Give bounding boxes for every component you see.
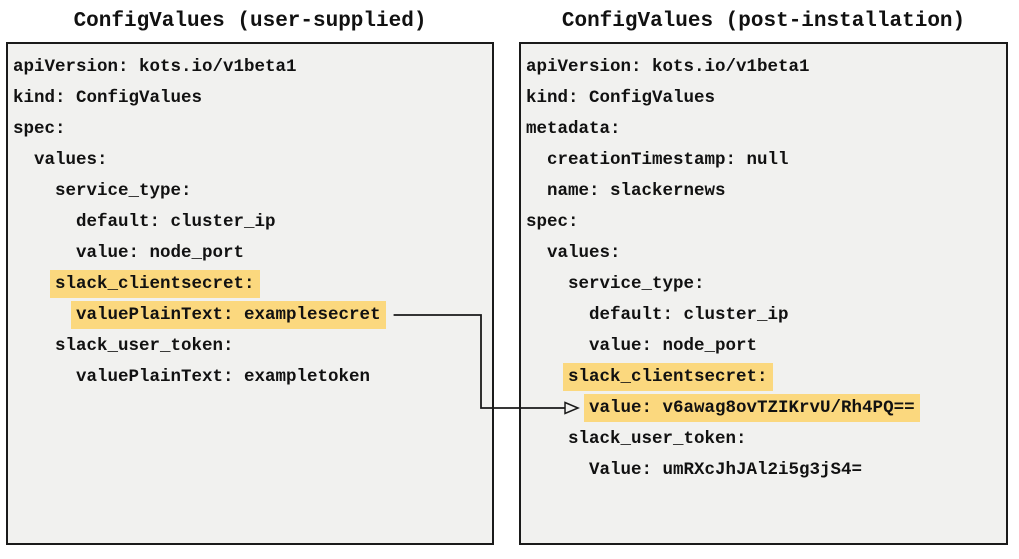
yaml-indent [13, 336, 55, 356]
yaml-line: valuePlainText: examplesecret [13, 300, 488, 331]
yaml-text: service_type: [568, 274, 705, 294]
yaml-line: slack_clientsecret: [526, 362, 1002, 393]
yaml-line: spec: [526, 207, 1002, 238]
yaml-indent [13, 305, 76, 325]
yaml-indent [13, 243, 76, 263]
yaml-line: values: [13, 145, 488, 176]
yaml-text: default: cluster_ip [76, 212, 276, 232]
highlighted-yaml-text: slack_clientsecret: [50, 270, 260, 298]
yaml-text: apiVersion: kots.io/v1beta1 [13, 57, 297, 77]
yaml-line: values: [526, 238, 1002, 269]
yaml-text: service_type: [55, 181, 192, 201]
yaml-line: slack_user_token: [13, 331, 488, 362]
yaml-indent [526, 398, 589, 418]
yaml-indent [526, 429, 568, 449]
yaml-line: apiVersion: kots.io/v1beta1 [13, 52, 488, 83]
yaml-line: default: cluster_ip [526, 300, 1002, 331]
yaml-indent [13, 274, 55, 294]
yaml-line: slack_user_token: [526, 424, 1002, 455]
yaml-text: slack_user_token: [55, 336, 234, 356]
yaml-indent [13, 150, 34, 170]
highlighted-yaml-text: valuePlainText: examplesecret [71, 301, 386, 329]
yaml-indent [13, 181, 55, 201]
yaml-indent [13, 367, 76, 387]
yaml-text: default: cluster_ip [589, 305, 789, 325]
yaml-indent [13, 212, 76, 232]
left-panel-user-supplied: apiVersion: kots.io/v1beta1 kind: ConfigV… [6, 42, 494, 545]
yaml-indent [526, 305, 589, 325]
yaml-line: service_type: [13, 176, 488, 207]
yaml-line: default: cluster_ip [13, 207, 488, 238]
yaml-text: value: node_port [589, 336, 758, 356]
yaml-line: slack_clientsecret: [13, 269, 488, 300]
yaml-line: service_type: [526, 269, 1002, 300]
yaml-line: name: slackernews [526, 176, 1002, 207]
yaml-indent [526, 274, 568, 294]
yaml-indent [526, 150, 547, 170]
yaml-line: creationTimestamp: null [526, 145, 1002, 176]
yaml-text: creationTimestamp: null [547, 150, 789, 170]
yaml-line: value: node_port [13, 238, 488, 269]
yaml-indent [526, 367, 568, 387]
left-panel-title: ConfigValues (user-supplied) [73, 10, 427, 33]
right-panel-post-installation: apiVersion: kots.io/v1beta1 kind: ConfigV… [519, 42, 1008, 545]
yaml-text: apiVersion: kots.io/v1beta1 [526, 57, 810, 77]
yaml-line: Value: umRXcJhJAl2i5g3jS4= [526, 455, 1002, 486]
yaml-text: values: [547, 243, 621, 263]
yaml-text: spec: [13, 119, 66, 139]
yaml-line: metadata: [526, 114, 1002, 145]
highlighted-yaml-text: slack_clientsecret: [563, 363, 773, 391]
yaml-indent [526, 181, 547, 201]
yaml-text: name: slackernews [547, 181, 726, 201]
yaml-text: kind: ConfigValues [13, 88, 203, 108]
yaml-text: kind: ConfigValues [526, 88, 716, 108]
yaml-text: valuePlainText: exampletoken [76, 367, 371, 387]
yaml-indent [526, 336, 589, 356]
yaml-text: values: [34, 150, 108, 170]
yaml-line: value: node_port [526, 331, 1002, 362]
yaml-text: value: node_port [76, 243, 245, 263]
yaml-text: spec: [526, 212, 579, 232]
yaml-line: kind: ConfigValues [526, 83, 1002, 114]
yaml-indent [526, 460, 589, 480]
yaml-text: metadata: [526, 119, 621, 139]
yaml-line: apiVersion: kots.io/v1beta1 [526, 52, 1002, 83]
yaml-line: spec: [13, 114, 488, 145]
highlighted-yaml-text: value: v6awag8ovTZIKrvU/Rh4PQ== [584, 394, 920, 422]
yaml-line: value: v6awag8ovTZIKrvU/Rh4PQ== [526, 393, 1002, 424]
yaml-line: kind: ConfigValues [13, 83, 488, 114]
yaml-line: valuePlainText: exampletoken [13, 362, 488, 393]
right-panel-title: ConfigValues (post-installation) [561, 10, 966, 33]
yaml-text: Value: umRXcJhJAl2i5g3jS4= [589, 460, 863, 480]
yaml-text: slack_user_token: [568, 429, 747, 449]
yaml-indent [526, 243, 547, 263]
